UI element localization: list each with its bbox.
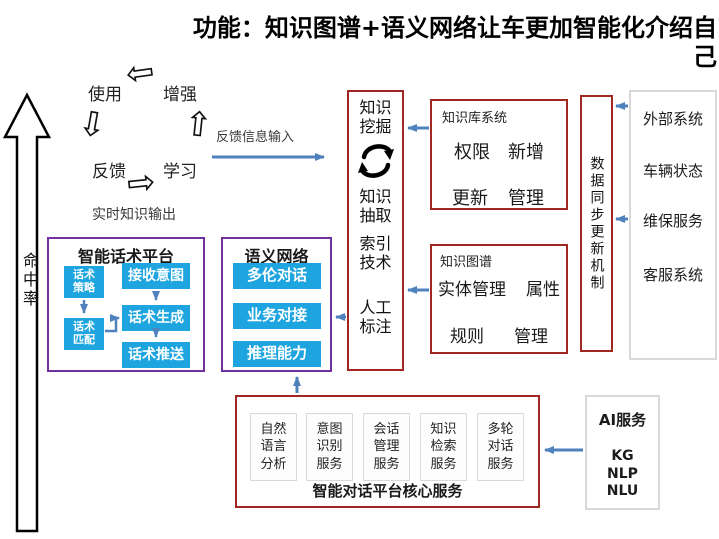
chip-receive-intent: 接收意图 [122, 263, 190, 289]
kb-permission: 权限 [454, 142, 490, 163]
kb-update: 更新 [452, 188, 488, 209]
cycle-node-enhance: 增强 [163, 85, 197, 105]
hit-rate-arrow [2, 92, 52, 533]
kb-manage: 管理 [508, 188, 544, 209]
service-card-multi-turn-dialogue: 多轮 对话 服务 [477, 413, 524, 481]
kg-attributes: 属性 [526, 280, 560, 300]
up-arrow-shape [2, 92, 52, 533]
core-services-caption: 智能对话平台核心服务 [312, 482, 463, 500]
kg-entity-management: 实体管理 [438, 280, 506, 300]
chip-script-push: 话术推送 [122, 342, 190, 368]
kb-system-title: 知识库系统 [442, 111, 508, 126]
external-item-maintenance: 维保服务 [642, 212, 703, 230]
chip-reasoning-ability: 推理能力 [233, 341, 321, 367]
chip-multi-turn-dialogue: 多伦对话 [233, 263, 321, 289]
ai-service-box: AI服务 KG NLP NLU [585, 395, 660, 510]
cycle-node-use: 使用 [88, 85, 122, 105]
external-systems-box: 外部系统 车辆状态 维保服务 客服系统 [629, 90, 717, 360]
cycle-arrow-up-icon: ⇧ [181, 103, 215, 147]
data-sync-box: 数据同步更新机制 [580, 95, 613, 352]
ai-service-title: AI服务 [598, 411, 647, 429]
cycle-arrow-left-icon: ⇦ [123, 51, 158, 95]
chip-script-match: 话术 匹配 [64, 318, 104, 350]
core-services-box: 自然 语言 分析 意图 识别 服务 会话 管理 服务 知识 检索 服务 多轮 对… [235, 395, 540, 508]
chip-script-strategy: 话术 策略 [64, 266, 104, 298]
semantic-network-title: 语义网络 [244, 247, 309, 266]
annotate-label: 人工 标注 [359, 298, 392, 337]
cycle-arrow-right-icon: ⇨ [124, 161, 158, 205]
hit-rate-label: 命中率 [20, 252, 39, 309]
feedback-input-label: 反馈信息输入 [216, 130, 295, 145]
ai-service-lines: KG NLP NLU [606, 448, 639, 499]
sync-cycle-icon [358, 144, 394, 178]
knowledge-graph-box: 知识图谱 实体管理 属性 规则 管理 [430, 244, 568, 354]
external-item-vehicle-status: 车辆状态 [642, 162, 703, 180]
cycle-arrow-down-icon: ⇩ [74, 102, 110, 148]
chip-script-generate: 话术生成 [122, 305, 190, 331]
service-card-knowledge-retrieval: 知识 检索 服务 [420, 413, 467, 481]
kb-system-box: 知识库系统 权限 新增 更新 管理 [430, 99, 568, 210]
knowledge-mining-box: 知识 挖掘 知识 抽取 索引 技术 人工 标注 [347, 90, 404, 371]
mining-label: 知识 挖掘 [359, 98, 392, 137]
cycle-node-learn: 学习 [163, 162, 197, 182]
page-title: 功能：知识图谱+语义网络让车更加智能化介绍自己 [192, 14, 717, 72]
realtime-output-label: 实时知识输出 [92, 207, 176, 223]
service-card-nlp-analysis: 自然 语言 分析 [250, 413, 297, 481]
chip-business-integration: 业务对接 [233, 303, 321, 329]
data-sync-label: 数据同步更新机制 [588, 155, 605, 292]
external-title: 外部系统 [642, 110, 703, 128]
cycle-node-feedback: 反馈 [92, 162, 126, 182]
knowledge-graph-title: 知识图谱 [440, 255, 493, 270]
external-item-customer-service: 客服系统 [642, 266, 703, 284]
kg-rules: 规则 [450, 327, 484, 347]
script-platform-title: 智能话术平台 [77, 247, 174, 266]
service-card-session-management: 会话 管理 服务 [363, 413, 410, 481]
extract-label: 知识 抽取 [359, 187, 392, 226]
index-label: 索引 技术 [359, 234, 392, 273]
kg-manage: 管理 [514, 327, 548, 347]
kb-add: 新增 [508, 142, 544, 163]
service-card-intent-recognition: 意图 识别 服务 [306, 413, 353, 481]
